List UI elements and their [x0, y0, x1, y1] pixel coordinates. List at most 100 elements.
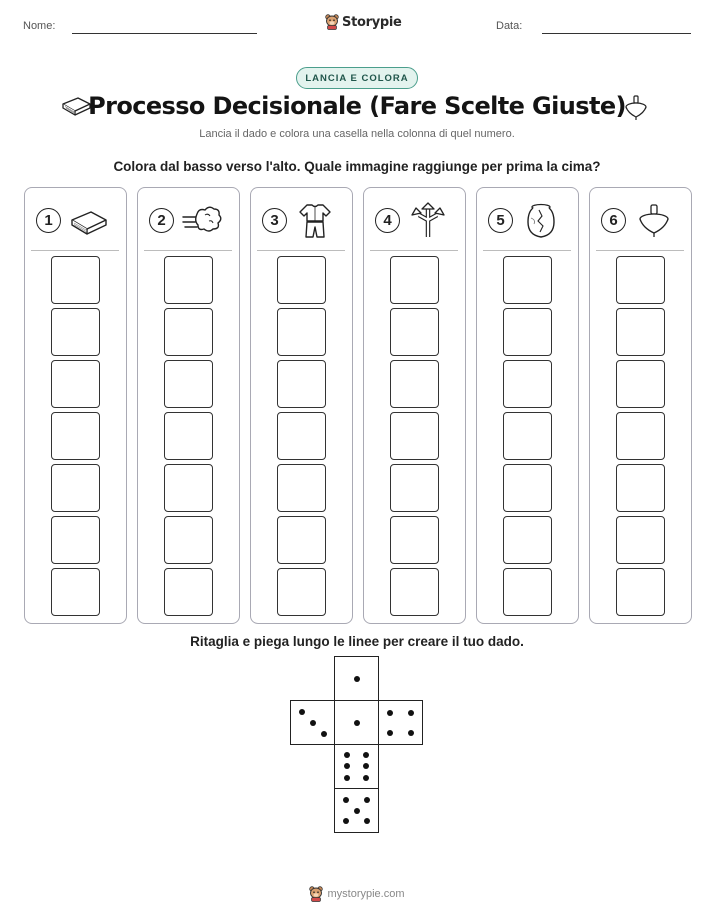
footer: mystorypie.com [0, 886, 714, 902]
column-1: 1 [24, 187, 127, 624]
color-cell[interactable] [390, 256, 439, 304]
footer-url[interactable]: mystorypie.com [327, 888, 405, 900]
color-cell[interactable] [164, 568, 213, 616]
color-cell[interactable] [616, 568, 665, 616]
color-cell[interactable] [390, 568, 439, 616]
pip [387, 730, 393, 736]
color-cell[interactable] [616, 464, 665, 512]
color-cell[interactable] [390, 360, 439, 408]
pip [354, 720, 360, 726]
die-face-1-center [334, 700, 379, 745]
color-cell[interactable] [51, 256, 100, 304]
color-cell[interactable] [503, 464, 552, 512]
column-number: 6 [601, 208, 626, 233]
column-5: 5 [476, 187, 579, 624]
column-header: 6 [590, 188, 691, 251]
color-cell[interactable] [277, 256, 326, 304]
bear-mascot-icon [325, 14, 339, 30]
color-cell[interactable] [164, 256, 213, 304]
color-cell[interactable] [51, 568, 100, 616]
column-header: 5 [477, 188, 578, 251]
color-cell[interactable] [277, 464, 326, 512]
color-cell[interactable] [277, 360, 326, 408]
page-title: Processo Decisionale (Fare Scelte Giuste… [88, 92, 626, 120]
column-header: 3 [251, 188, 352, 251]
die-face-1 [334, 656, 379, 701]
color-cell[interactable] [503, 256, 552, 304]
cracked-pot-icon [527, 203, 555, 238]
color-cell[interactable] [277, 308, 326, 356]
pip [408, 710, 414, 716]
color-cell[interactable] [51, 464, 100, 512]
column-number: 3 [262, 208, 287, 233]
color-cell[interactable] [390, 464, 439, 512]
color-cell[interactable] [164, 308, 213, 356]
coloring-instruction: Colora dal basso verso l'alto. Quale imm… [113, 159, 601, 174]
crossroads-arrows-icon [411, 202, 445, 237]
die-face-6 [334, 744, 379, 789]
color-cell[interactable] [277, 568, 326, 616]
color-cell[interactable] [616, 412, 665, 460]
pip [363, 752, 369, 758]
color-cell[interactable] [390, 308, 439, 356]
name-line[interactable] [72, 33, 257, 34]
name-label: Nome: [23, 20, 56, 32]
spinning-top-icon [625, 95, 647, 120]
column-6: 6 [589, 187, 692, 624]
pip [344, 775, 350, 781]
color-cell[interactable] [277, 412, 326, 460]
color-cell[interactable] [390, 412, 439, 460]
pip [299, 709, 305, 715]
column-divider [257, 250, 345, 251]
book-icon [62, 97, 91, 116]
column-divider [596, 250, 684, 251]
color-cell[interactable] [164, 464, 213, 512]
pip [387, 710, 393, 716]
color-cell[interactable] [390, 516, 439, 564]
pip [354, 676, 360, 682]
column-3: 3 [250, 187, 353, 624]
color-cell[interactable] [164, 360, 213, 408]
pip [344, 763, 350, 769]
column-divider [370, 250, 458, 251]
wind-icon [182, 206, 222, 232]
color-cell[interactable] [164, 412, 213, 460]
color-cell[interactable] [616, 308, 665, 356]
die-net [0, 656, 714, 836]
color-cell[interactable] [51, 516, 100, 564]
color-cell[interactable] [503, 568, 552, 616]
pip [364, 797, 370, 803]
pip [408, 730, 414, 736]
color-cell[interactable] [277, 516, 326, 564]
color-cell[interactable] [616, 256, 665, 304]
column-header: 4 [364, 188, 465, 251]
column-divider [144, 250, 232, 251]
pip [344, 752, 350, 758]
color-cell[interactable] [616, 360, 665, 408]
book-icon [71, 211, 107, 235]
column-number: 1 [36, 208, 61, 233]
header-row: Nome: Storypie Data: [0, 0, 714, 50]
color-cell[interactable] [616, 516, 665, 564]
color-cell[interactable] [503, 412, 552, 460]
pip [343, 818, 349, 824]
die-face-4 [378, 700, 423, 745]
activity-badge: LANCIA E COLORA [296, 67, 418, 89]
color-cell[interactable] [51, 412, 100, 460]
brand-logo: Storypie [325, 14, 402, 30]
column-header: 2 [138, 188, 239, 251]
column-2: 2 [137, 187, 240, 624]
color-cell[interactable] [503, 516, 552, 564]
spinning-top-icon [639, 204, 669, 237]
color-cell[interactable] [503, 308, 552, 356]
color-cell[interactable] [503, 360, 552, 408]
die-face-3 [290, 700, 335, 745]
die-face-5 [334, 788, 379, 833]
title-block: Processo Decisionale (Fare Scelte Giuste… [0, 92, 714, 128]
color-cell[interactable] [51, 360, 100, 408]
color-cell[interactable] [51, 308, 100, 356]
pip [321, 731, 327, 737]
column-header: 1 [25, 188, 126, 251]
color-cell[interactable] [164, 516, 213, 564]
date-line[interactable] [542, 33, 691, 34]
